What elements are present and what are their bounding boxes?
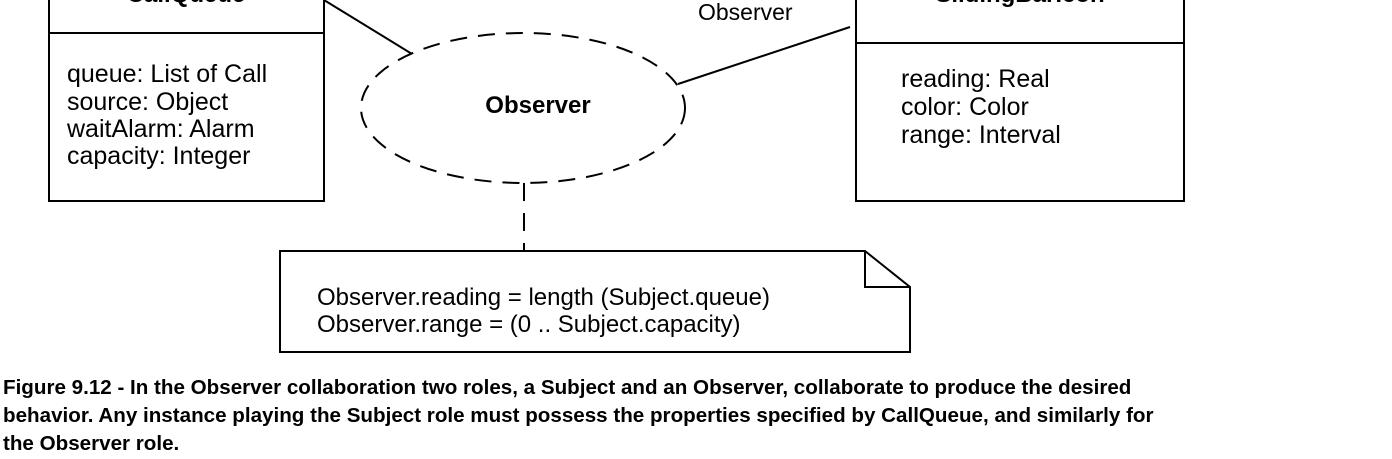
role-label-observer: Observer: [698, 0, 793, 25]
class-callqueue-box: [48, 0, 325, 202]
class-slidingbaricon-box: [855, 0, 1185, 202]
class-callqueue-attr-queue: queue: List of Call: [67, 60, 267, 88]
constraint-note: Observer.reading = length (Subject.queue…: [279, 250, 911, 353]
figure-caption: Figure 9.12 - In the Observer collaborat…: [3, 374, 1392, 458]
class-slidingbaricon-attr-range: range: Interval: [901, 121, 1061, 149]
collaboration-name: Observer: [485, 92, 590, 119]
class-callqueue-attr-source: source: Object: [67, 88, 228, 116]
class-callqueue-attr-capacity: capacity: Integer: [67, 142, 250, 170]
caption-line: Figure 9.12 - In the Observer collaborat…: [3, 376, 1132, 399]
note-line-range: Observer.range = (0 .. Subject.capacity): [317, 311, 741, 338]
connector-subject: [323, 0, 413, 55]
class-slidingbaricon-attr-reading: reading: Real: [901, 65, 1050, 93]
caption-line: behavior. Any instance playing the Subje…: [3, 404, 1154, 427]
uml-collaboration-diagram: CallQueue queue: List of Call source: Ob…: [48, 0, 1185, 353]
class-callqueue-name: CallQueue: [127, 0, 246, 8]
note-fold: [864, 251, 910, 288]
note-outline: [279, 250, 911, 353]
connector-observer: [677, 26, 851, 85]
note-line-reading: Observer.reading = length (Subject.queue…: [317, 284, 770, 311]
class-slidingbaricon-name: SlidingBarIcon: [935, 0, 1104, 8]
caption-line: the Observer role.: [3, 432, 180, 455]
collaboration-ellipse: [360, 32, 686, 184]
class-slidingbaricon: SlidingBarIcon reading: Real color: Colo…: [855, 0, 1185, 202]
class-callqueue-attr-waitalarm: waitAlarm: Alarm: [66, 115, 255, 143]
class-slidingbaricon-attr-color: color: Color: [901, 93, 1029, 121]
class-callqueue: CallQueue queue: List of Call source: Ob…: [48, 0, 325, 202]
